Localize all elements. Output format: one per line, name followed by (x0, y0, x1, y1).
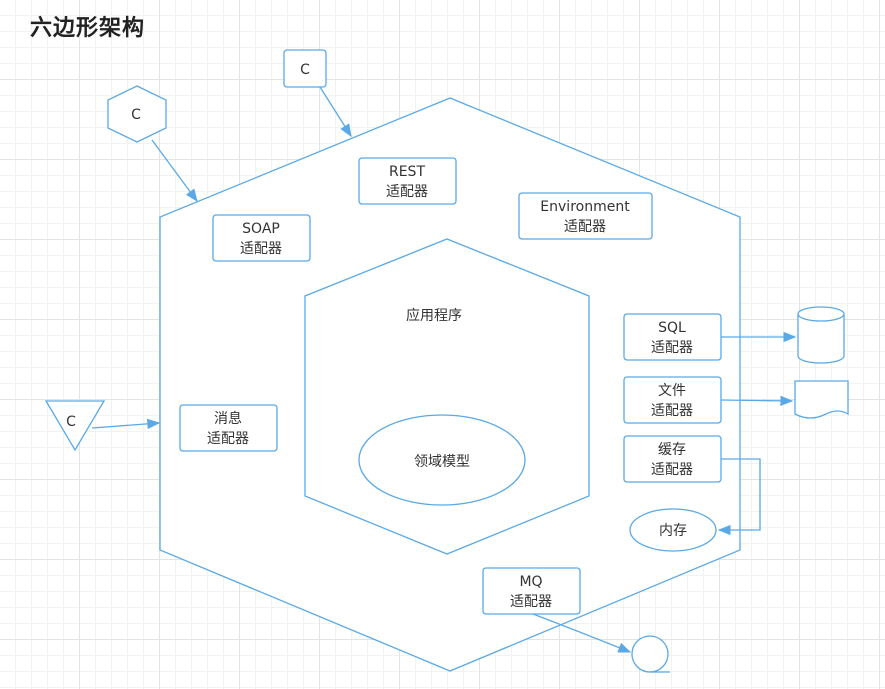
memory-node[interactable]: 内存 (629, 508, 717, 552)
client-top-label: C (300, 62, 310, 78)
environment-adapter[interactable]: Environment 适配器 (518, 192, 653, 240)
environment-adapter-line2: 适配器 (564, 219, 606, 235)
arrow-file-to-document (720, 395, 794, 407)
message-adapter[interactable]: 消息 适配器 (179, 404, 278, 452)
cache-adapter[interactable]: 缓存 适配器 (623, 435, 722, 483)
client-triangle-label: C (66, 414, 76, 430)
environment-adapter-line1: Environment (540, 199, 630, 215)
mq-adapter-line2: 适配器 (510, 594, 552, 610)
arrow-client-hex-to-hexagon (151, 139, 198, 203)
sql-adapter[interactable]: SQL 适配器 (623, 313, 722, 361)
file-adapter-line2: 适配器 (651, 403, 693, 419)
soap-adapter[interactable]: SOAP 适配器 (212, 214, 311, 262)
document-icon (794, 380, 849, 419)
arrow-client-triangle-to-hexagon (91, 418, 161, 430)
cache-adapter-line2: 适配器 (651, 462, 693, 478)
client-hexagon[interactable]: C (107, 85, 167, 143)
arrow-mq-to-queue (532, 613, 632, 653)
sql-adapter-line2: 适配器 (651, 340, 693, 356)
arrow-client-top-to-hexagon (319, 86, 352, 138)
soap-adapter-line1: SOAP (242, 221, 280, 237)
domain-model-label: 领域模型 (414, 454, 470, 470)
client-hexagon-label: C (131, 107, 141, 123)
cache-adapter-line1: 缓存 (658, 442, 686, 458)
memory-label: 内存 (659, 523, 687, 539)
sql-adapter-line1: SQL (658, 320, 686, 336)
queue-icon (631, 635, 670, 673)
file-adapter-line1: 文件 (658, 383, 686, 399)
rest-adapter-line1: REST (389, 164, 425, 180)
message-adapter-line1: 消息 (214, 410, 242, 427)
database-icon (797, 306, 845, 364)
rest-adapter-line2: 适配器 (386, 184, 428, 200)
inner-hexagon (304, 238, 590, 555)
client-triangle[interactable]: C (44, 400, 106, 452)
domain-model-ellipse (358, 414, 526, 506)
file-adapter[interactable]: 文件 适配器 (623, 376, 722, 424)
rest-adapter[interactable]: REST 适配器 (358, 157, 457, 205)
soap-adapter-line2: 适配器 (240, 241, 282, 257)
client-top-box[interactable]: C (283, 49, 327, 88)
inner-hexagon-label: 应用程序 (406, 307, 462, 324)
page-title: 六边形架构 (30, 16, 146, 41)
mq-adapter[interactable]: MQ 适配器 (482, 567, 581, 615)
arrow-cache-to-memory (717, 458, 761, 536)
message-adapter-line2: 适配器 (207, 431, 249, 447)
mq-adapter-line1: MQ (519, 574, 542, 590)
